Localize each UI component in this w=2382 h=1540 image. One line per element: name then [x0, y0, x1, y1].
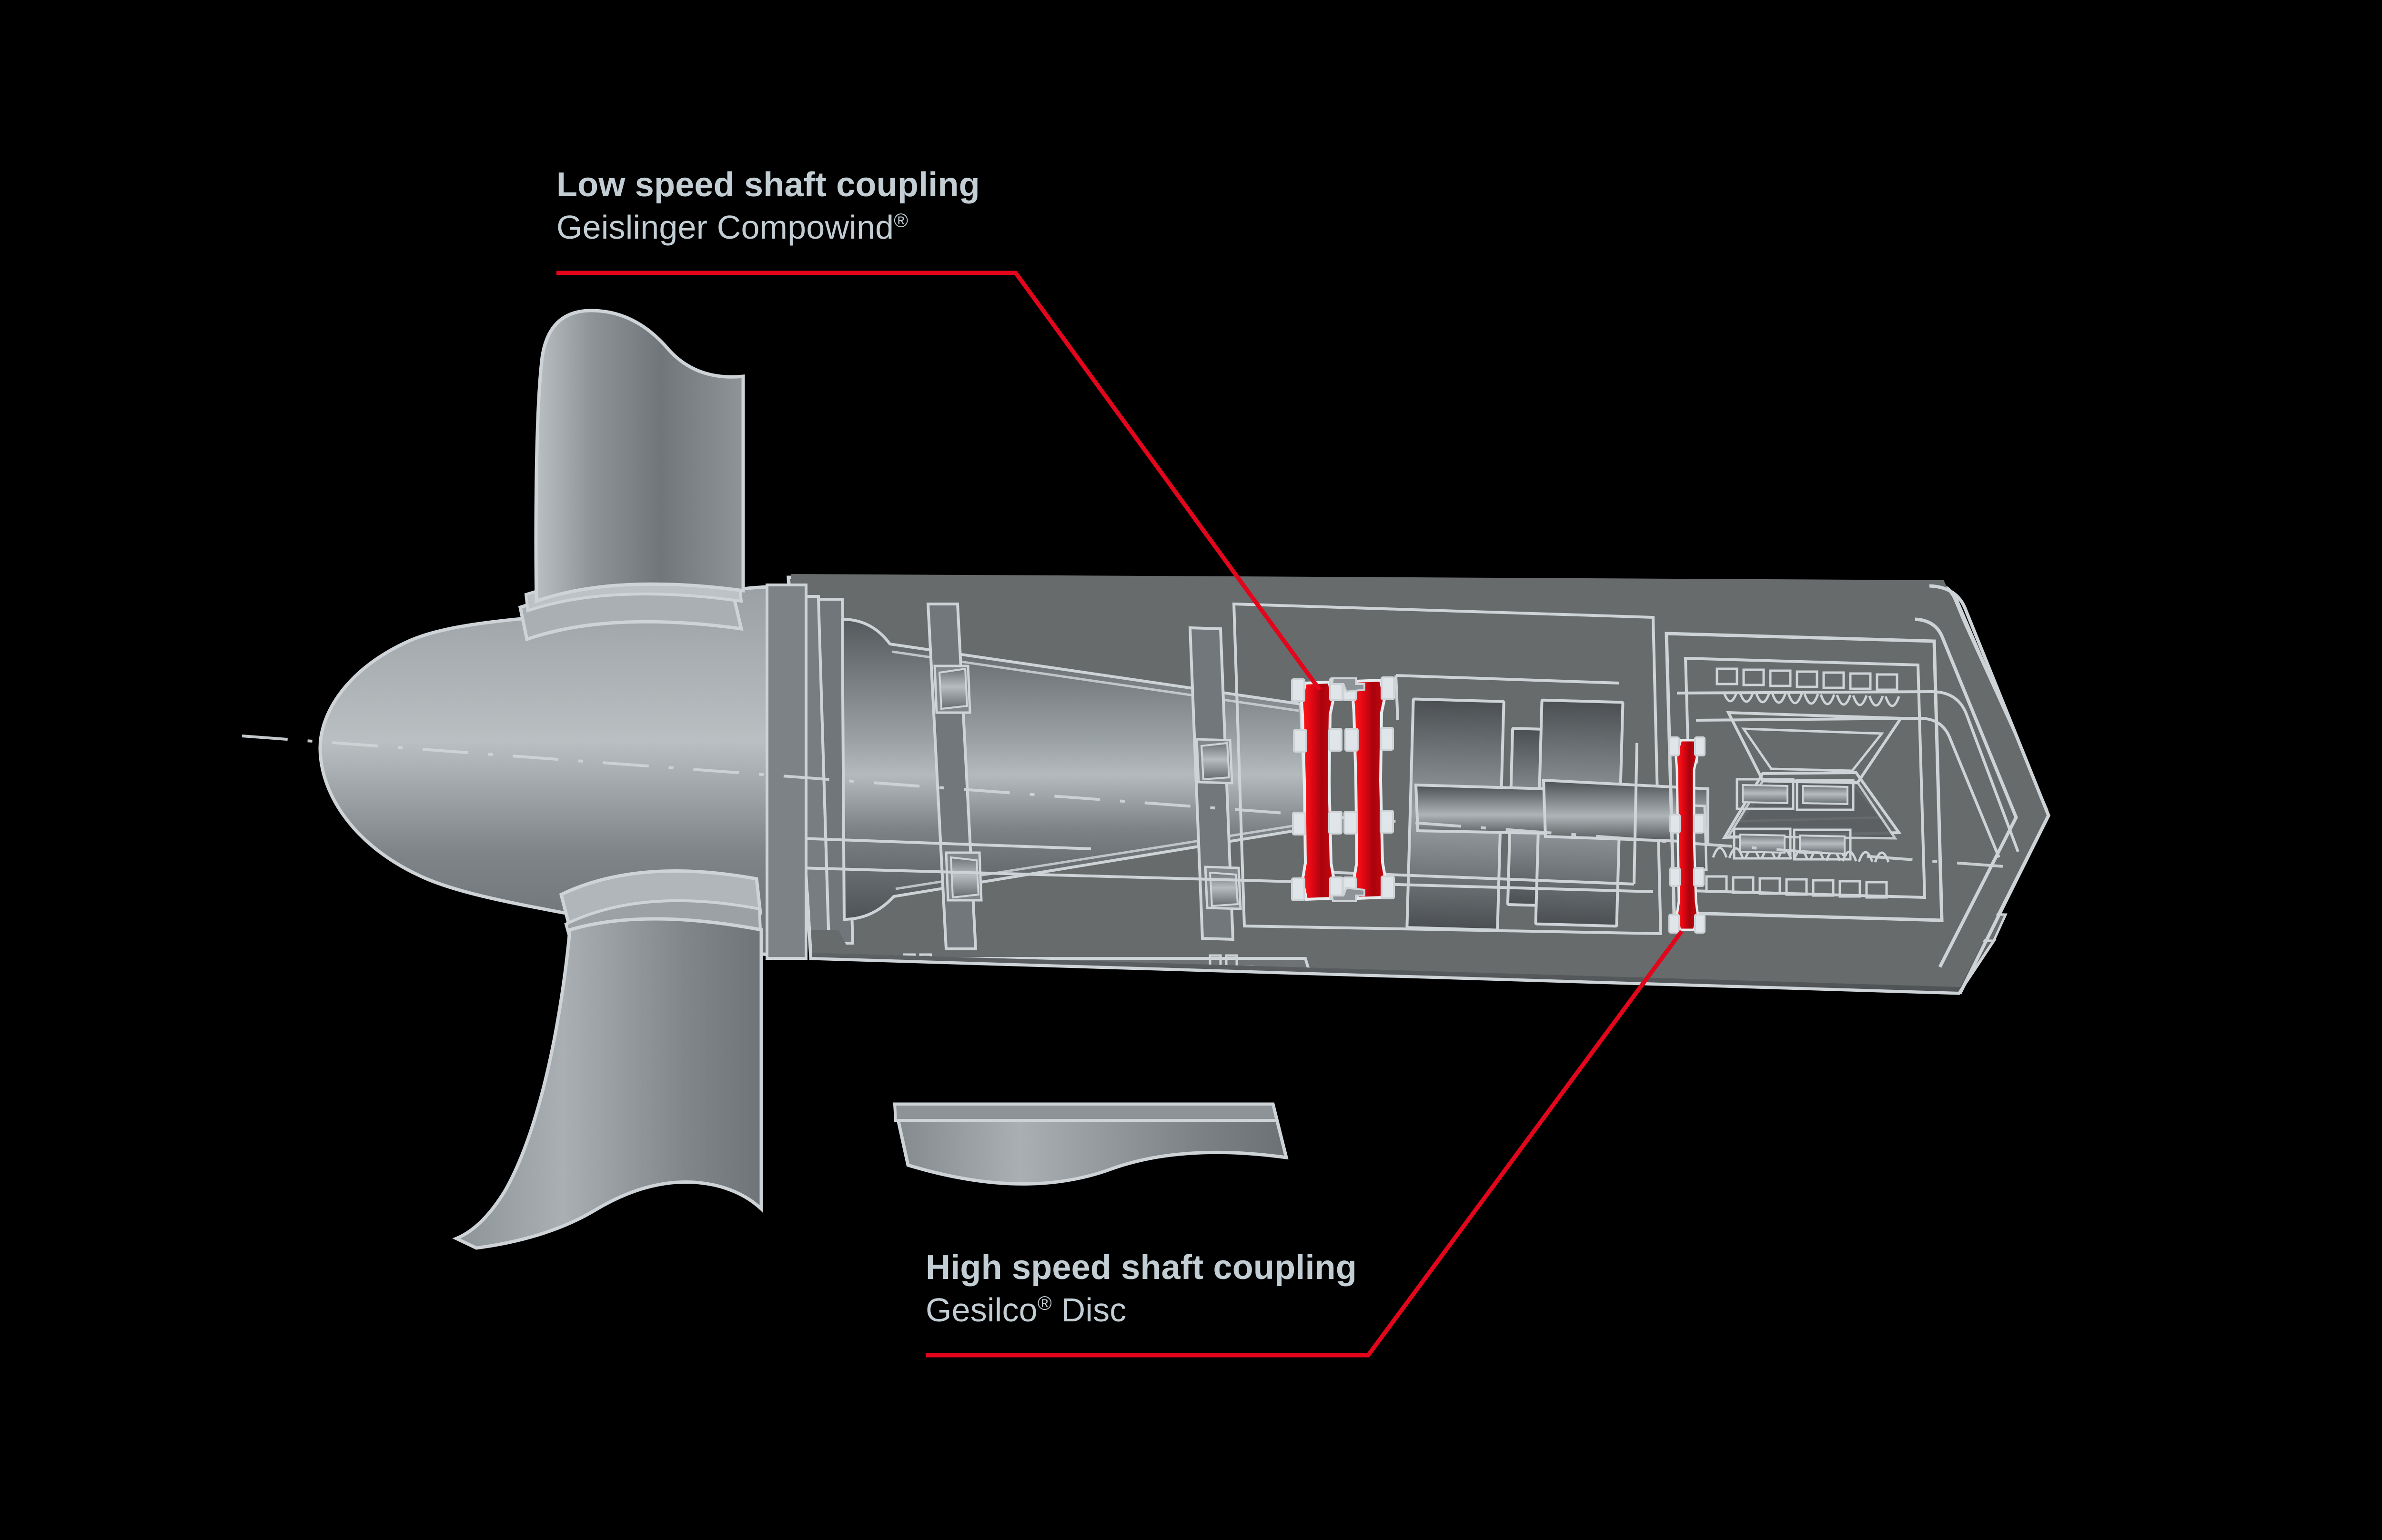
registered-trademark-icon: ® — [1037, 1292, 1052, 1314]
label-low-speed-title: Low speed shaft coupling — [556, 166, 980, 204]
label-low-speed-shaft-coupling: Low speed shaft coupling Geislinger Comp… — [556, 168, 980, 244]
nose-cone-hub — [318, 584, 807, 960]
label-high-speed-subtitle: Gesilco® Disc — [926, 1293, 1357, 1327]
high-speed-coupling[interactable] — [1668, 736, 1706, 934]
main-bearing-front — [926, 603, 983, 950]
nacelle-tail-contours — [1915, 584, 2050, 995]
gearbox — [1232, 602, 1709, 936]
label-high-speed-subtitle-main: Gesilco — [926, 1291, 1038, 1329]
nacelle-tail-frame — [1676, 690, 2019, 858]
rotor-axis-centerline — [242, 735, 2011, 868]
label-high-speed-subtitle-post: Disc — [1051, 1291, 1127, 1329]
yaw-bearing-tower — [892, 1102, 1289, 1186]
blade-root-upper — [518, 309, 745, 642]
label-high-speed-title: High speed shaft coupling — [926, 1248, 1357, 1287]
blade-root-lower — [452, 869, 763, 1250]
label-low-speed-subtitle: Geislinger Compowind® — [556, 211, 980, 244]
label-low-speed-subtitle-main: Geislinger Compowind — [556, 209, 894, 246]
leader-line-low-speed — [556, 271, 1322, 691]
label-high-speed-shaft-coupling: High speed shaft coupling Gesilco® Disc — [926, 1250, 1357, 1327]
leader-line-high-speed — [926, 930, 1684, 1358]
low-speed-coupling[interactable] — [1291, 676, 1395, 902]
registered-trademark-icon: ® — [894, 209, 908, 232]
